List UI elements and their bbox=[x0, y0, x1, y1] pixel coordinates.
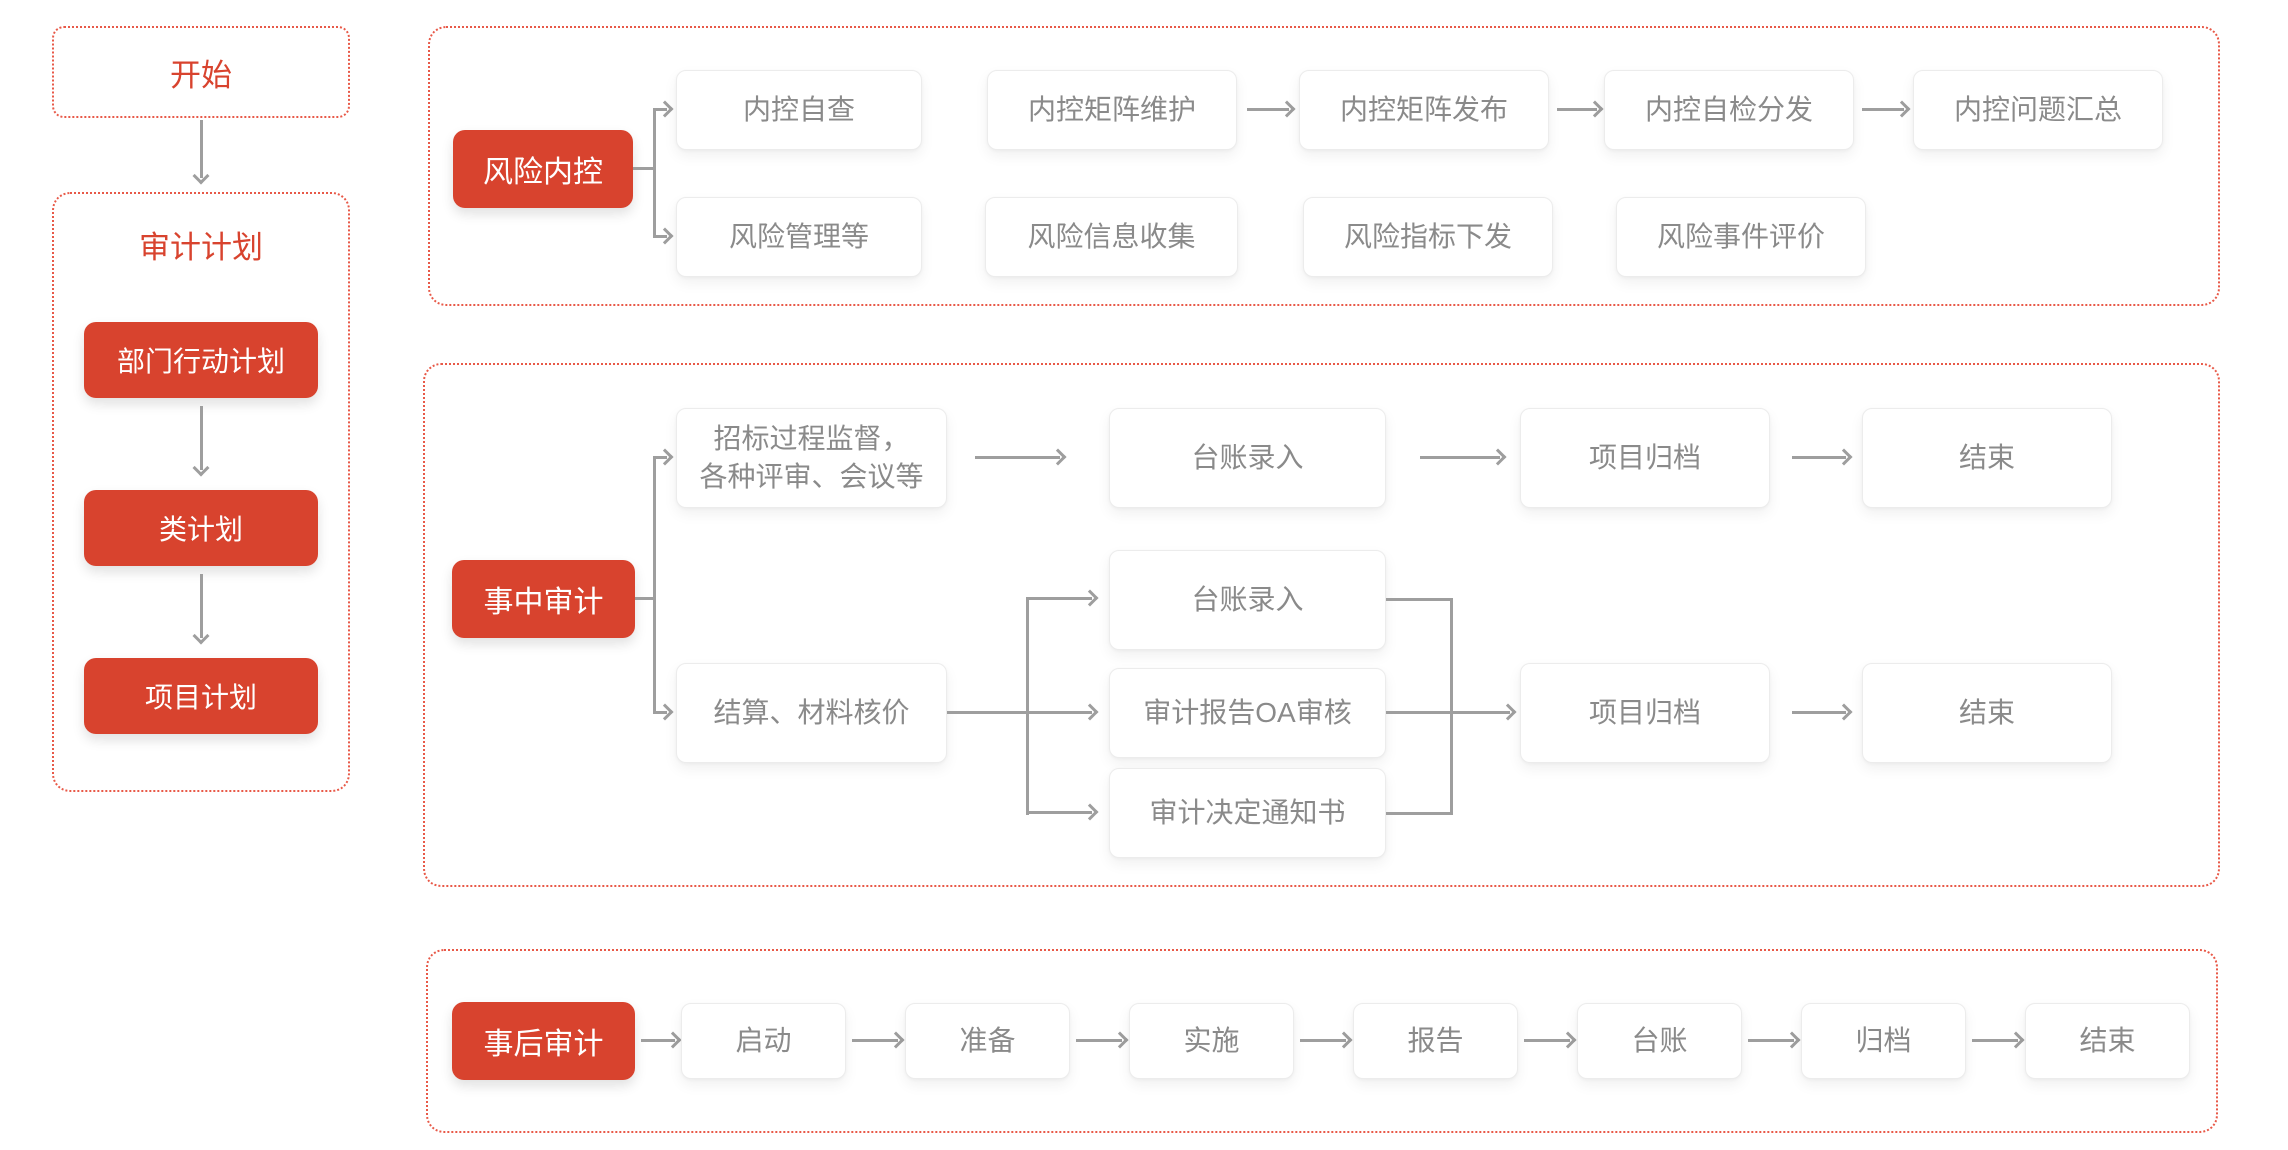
risk-branch-vline bbox=[653, 109, 656, 238]
inprocess-branch-stub bbox=[635, 597, 656, 600]
node-step-implement: 实施 bbox=[1129, 1003, 1294, 1079]
node-project-archive-2: 项目归档 bbox=[1520, 663, 1770, 763]
bidding-arrow-1 bbox=[975, 456, 1060, 459]
collector-arrow-to-archive bbox=[1386, 711, 1510, 714]
node-end-1: 结束 bbox=[1862, 408, 2112, 508]
post-audit-node: 事后审计 bbox=[452, 1002, 635, 1080]
node-risk-management: 风险管理等 bbox=[676, 197, 922, 277]
bidding-arrow-3 bbox=[1792, 456, 1846, 459]
node-audit-report-oa-review: 审计报告OA审核 bbox=[1109, 668, 1386, 758]
node-step-launch: 启动 bbox=[681, 1003, 846, 1079]
risk-control-node: 风险内控 bbox=[453, 130, 633, 208]
settlement-arrow-end bbox=[1792, 711, 1846, 714]
risk-branch-stub bbox=[633, 167, 656, 170]
settlement-fan-arrow-3 bbox=[1026, 811, 1092, 814]
node-ic-self-inspection: 内控自查 bbox=[676, 70, 922, 150]
post-arrow-2 bbox=[1076, 1039, 1122, 1042]
risk-row1-arrow-2 bbox=[1557, 108, 1597, 111]
node-step-archive: 归档 bbox=[1801, 1003, 1966, 1079]
project-plan-node: 项目计划 bbox=[84, 658, 318, 734]
post-arrow-5 bbox=[1748, 1039, 1794, 1042]
node-step-ledger: 台账 bbox=[1577, 1003, 1742, 1079]
node-ledger-entry-2: 台账录入 bbox=[1109, 550, 1386, 650]
settlement-fan-arrow-1 bbox=[1026, 597, 1092, 600]
flow-arrow-plan-1 bbox=[200, 406, 203, 470]
risk-branch-arrow-top bbox=[653, 108, 667, 111]
bidding-arrow-2 bbox=[1420, 456, 1500, 459]
risk-row1-arrow-3 bbox=[1862, 108, 1904, 111]
collector-stub-top bbox=[1386, 598, 1453, 601]
flow-arrow-plan-2 bbox=[200, 574, 203, 638]
node-risk-info-collection: 风险信息收集 bbox=[985, 197, 1238, 277]
dept-action-plan-node: 部门行动计划 bbox=[84, 322, 318, 398]
node-step-finish: 结束 bbox=[2025, 1003, 2190, 1079]
node-ic-issue-summary: 内控问题汇总 bbox=[1913, 70, 2163, 150]
node-risk-event-evaluation: 风险事件评价 bbox=[1616, 197, 1866, 277]
node-settlement-material-pricing: 结算、材料核价 bbox=[676, 663, 947, 763]
collector-vline bbox=[1450, 598, 1453, 815]
post-arrow-1 bbox=[852, 1039, 898, 1042]
inprocess-section-border bbox=[423, 363, 2220, 887]
in-process-audit-node: 事中审计 bbox=[452, 560, 635, 638]
settlement-fan-stub bbox=[947, 711, 1028, 714]
post-arrow-3 bbox=[1300, 1039, 1346, 1042]
node-ic-selfcheck-distribution: 内控自检分发 bbox=[1604, 70, 1854, 150]
node-end-2: 结束 bbox=[1862, 663, 2112, 763]
node-bidding-supervision: 招标过程监督， 各种评审、会议等 bbox=[676, 408, 947, 508]
inprocess-branch-arrow-bottom bbox=[653, 711, 667, 714]
settlement-fan-arrow-2 bbox=[1026, 711, 1092, 714]
flow-arrow-start-to-plan bbox=[200, 120, 203, 178]
inprocess-branch-arrow-top bbox=[653, 456, 667, 459]
risk-row1-arrow-1 bbox=[1247, 108, 1289, 111]
start-node: 开始 bbox=[52, 26, 350, 118]
node-audit-decision-notice: 审计决定通知书 bbox=[1109, 768, 1386, 858]
node-ledger-entry-1: 台账录入 bbox=[1109, 408, 1386, 508]
node-ic-matrix-release: 内控矩阵发布 bbox=[1299, 70, 1549, 150]
node-project-archive-1: 项目归档 bbox=[1520, 408, 1770, 508]
post-arrow-4 bbox=[1524, 1039, 1570, 1042]
node-step-report: 报告 bbox=[1353, 1003, 1518, 1079]
risk-branch-arrow-bottom bbox=[653, 235, 667, 238]
risk-section-border bbox=[428, 26, 2220, 306]
collector-stub-bottom bbox=[1386, 812, 1453, 815]
post-section-border bbox=[426, 949, 2218, 1133]
audit-plan-title: 审计计划 bbox=[139, 229, 263, 265]
node-step-prepare: 准备 bbox=[905, 1003, 1070, 1079]
node-risk-indicator-dispatch: 风险指标下发 bbox=[1303, 197, 1553, 277]
post-arrow-0 bbox=[641, 1039, 675, 1042]
audit-plan-group bbox=[52, 192, 350, 792]
post-arrow-6 bbox=[1972, 1039, 2018, 1042]
inprocess-branch-vline bbox=[653, 457, 656, 714]
class-plan-node: 类计划 bbox=[84, 490, 318, 566]
settlement-fan-vline bbox=[1026, 598, 1029, 815]
start-node-label: 开始 bbox=[170, 57, 232, 93]
node-ic-matrix-maintenance: 内控矩阵维护 bbox=[987, 70, 1237, 150]
